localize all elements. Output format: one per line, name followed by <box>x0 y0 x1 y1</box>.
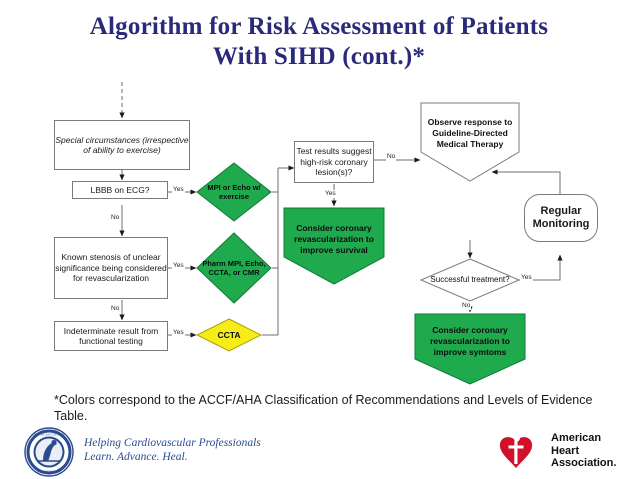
node-regular-monitoring[interactable]: Regular Monitoring <box>524 194 598 242</box>
edge-label-stenosis-no: No <box>110 305 121 313</box>
node-indeterminate-result-label: Indeterminate result from functional tes… <box>63 325 159 347</box>
flowchart-diagram: Yes No Yes No Yes Yes No Yes No Special … <box>0 80 638 385</box>
node-revascularization-improve-survival[interactable]: Consider coronary revascularization to i… <box>283 207 385 285</box>
edge-label-treatment-yes: Yes <box>520 274 533 282</box>
edge-label-treatment-no: No <box>461 302 472 310</box>
edge-label-test-no: No <box>386 153 397 161</box>
node-mpi-or-echo-with-exercise[interactable]: MPI or Echo w/ exercise <box>196 162 272 222</box>
footer: AMERICAN COLLEGE OF CARDIOLOGY Helping C… <box>0 422 638 479</box>
acc-tagline-line-1: Helping Cardiovascular Professionals <box>84 437 261 449</box>
edge-label-test-yes: Yes <box>324 190 337 198</box>
page-title-line-2: With SIHD (cont.)* <box>212 43 426 70</box>
diamond-shape <box>420 258 520 302</box>
node-ccta[interactable]: CCTA <box>196 318 262 352</box>
node-known-stenosis[interactable]: Known stenosis of unclear significance b… <box>54 237 168 299</box>
node-pharm-mpi-echo-ccta-cmr[interactable]: Pharm MPI, Echo, CCTA, or CMR <box>196 232 272 304</box>
node-special-circumstances-label: Special circumstances (irrespective of a… <box>55 134 189 156</box>
node-known-stenosis-label: Known stenosis of unclear significance b… <box>55 252 167 284</box>
aha-text-line-1: American <box>551 432 602 444</box>
node-successful-treatment-label: Successful treatment? <box>430 275 510 284</box>
node-pharm-mpi-echo-ccta-cmr-label: Pharm MPI, Echo, CCTA, or CMR <box>202 259 266 277</box>
node-lbbb-on-ecg[interactable]: LBBB on ECG? <box>72 181 168 199</box>
page-title: Algorithm for Risk Assessment of Patient… <box>0 12 638 72</box>
node-mpi-or-echo-with-exercise-label: MPI or Echo w/ exercise <box>207 183 261 201</box>
aha-text-line-2: Heart <box>551 444 580 457</box>
edge-label-stenosis-yes: Yes <box>172 262 185 270</box>
edge-label-lbbb-no: No <box>110 214 121 222</box>
flowchart-connectors <box>119 82 563 338</box>
edge-label-indeterminate-yes: Yes <box>172 329 185 337</box>
node-indeterminate-result[interactable]: Indeterminate result from functional tes… <box>54 321 168 351</box>
page-title-line-1: Algorithm for Risk Assessment of Patient… <box>89 13 549 40</box>
diamond-shape <box>196 318 262 352</box>
node-observe-response-gdmt[interactable]: Observe response to Guideline-Directed M… <box>420 102 520 182</box>
node-test-results-high-risk[interactable]: Test results suggest high-risk coronary … <box>294 141 374 183</box>
node-revascularization-improve-symptoms[interactable]: Consider coronary revascularization to i… <box>414 313 526 385</box>
node-regular-monitoring-label: Regular Monitoring <box>532 205 590 230</box>
aha-logo-icon <box>499 431 533 468</box>
pentagon-shape <box>420 102 520 182</box>
acc-tagline: Helping Cardiovascular Professionals Lea… <box>84 436 261 464</box>
edge-label-lbbb-yes: Yes <box>172 186 185 194</box>
diamond-shape <box>196 162 272 222</box>
aha-text-line-3: Association. <box>551 457 617 469</box>
acc-logo-icon: AMERICAN COLLEGE OF CARDIOLOGY <box>24 427 74 477</box>
node-revascularization-improve-survival-label: Consider coronary revascularization to i… <box>294 222 374 255</box>
node-revascularization-improve-symptoms-label: Consider coronary revascularization to i… <box>430 324 510 357</box>
svg-text:AMERICAN COLLEGE: AMERICAN COLLEGE <box>34 433 65 437</box>
node-test-results-high-risk-label: Test results suggest high-risk coronary … <box>296 146 372 178</box>
node-observe-response-gdmt-label: Observe response to Guideline-Directed M… <box>427 116 513 149</box>
node-ccta-label: CCTA <box>217 329 241 340</box>
aha-logo-text: American Heart Association. <box>551 432 616 470</box>
acc-tagline-line-2: Learn. Advance. Heal. <box>84 451 188 463</box>
svg-text:OF CARDIOLOGY: OF CARDIOLOGY <box>37 470 62 474</box>
pentagon-shape <box>414 313 526 385</box>
node-lbbb-on-ecg-label: LBBB on ECG? <box>90 184 150 195</box>
footnote: *Colors correspond to the ACCF/AHA Class… <box>54 393 593 423</box>
pentagon-shape <box>283 207 385 285</box>
diamond-shape <box>196 232 272 304</box>
node-special-circumstances[interactable]: Special circumstances (irrespective of a… <box>54 120 190 170</box>
node-successful-treatment[interactable]: Successful treatment? <box>420 258 520 302</box>
